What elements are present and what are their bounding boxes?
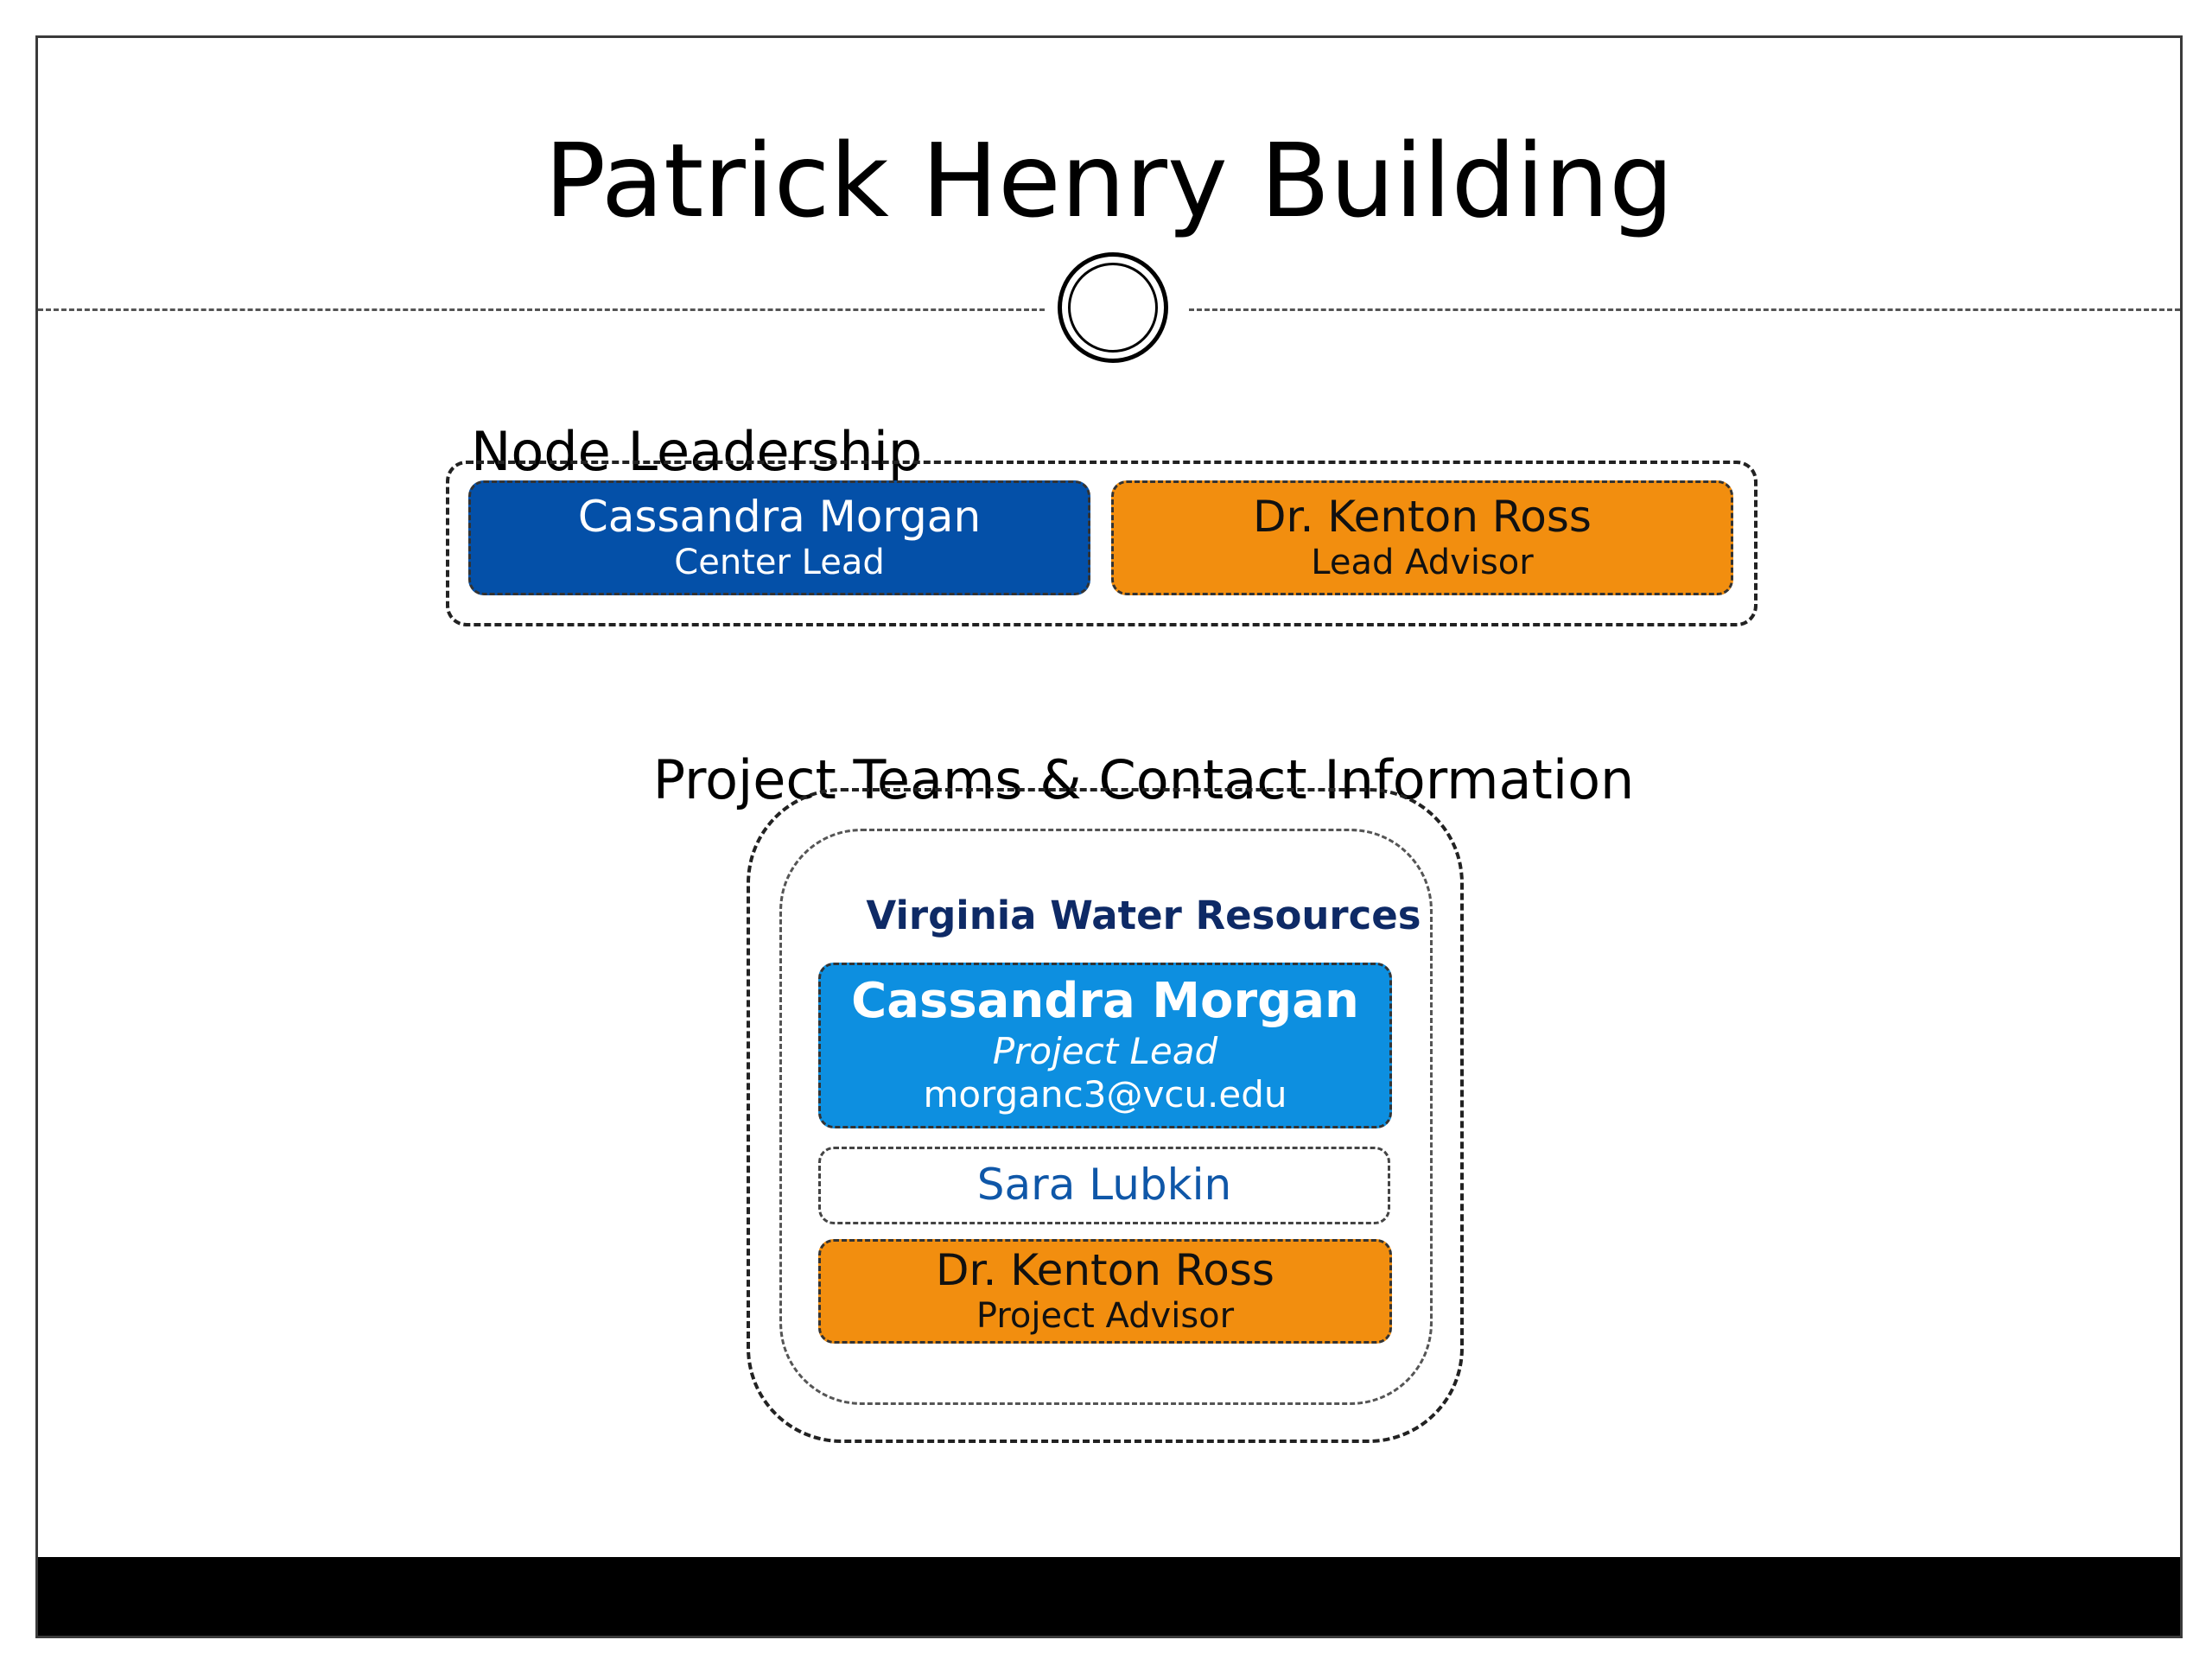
title-divider-right	[1189, 308, 2180, 311]
footer-bar	[38, 1557, 2180, 1636]
team-inner-frame	[779, 829, 1433, 1405]
project-lead-name: Cassandra Morgan	[851, 973, 1359, 1030]
title-divider-left	[38, 308, 1045, 311]
project-advisor-card: Dr. Kenton Ross Project Advisor	[818, 1239, 1392, 1344]
project-advisor-name: Dr. Kenton Ross	[936, 1244, 1274, 1295]
team-name: Virginia Water Resources	[866, 893, 1421, 938]
project-lead-role: Project Lead	[992, 1029, 1218, 1072]
team-member-name: Sara Lubkin	[976, 1160, 1232, 1211]
center-lead-card: Cassandra Morgan Center Lead	[468, 480, 1090, 595]
node-leadership-heading: Node Leadership	[471, 420, 923, 483]
divider-circle-ornament	[1058, 252, 1168, 363]
center-lead-name: Cassandra Morgan	[577, 491, 982, 542]
team-outer-frame	[747, 788, 1464, 1443]
lead-advisor-role: Lead Advisor	[1311, 543, 1534, 583]
slide: Patrick Henry Building Node Leadership C…	[35, 35, 2183, 1638]
lead-advisor-name: Dr. Kenton Ross	[1253, 491, 1592, 542]
slide-title: Patrick Henry Building	[543, 121, 1675, 240]
node-leadership-frame	[446, 461, 1758, 626]
project-lead-email: morganc3@vcu.edu	[923, 1073, 1287, 1116]
team-member-card: Sara Lubkin	[818, 1147, 1390, 1224]
project-lead-card: Cassandra Morgan Project Lead morganc3@v…	[818, 963, 1392, 1128]
project-advisor-role: Project Advisor	[976, 1296, 1235, 1337]
center-lead-role: Center Lead	[674, 543, 885, 583]
lead-advisor-card: Dr. Kenton Ross Lead Advisor	[1111, 480, 1733, 595]
